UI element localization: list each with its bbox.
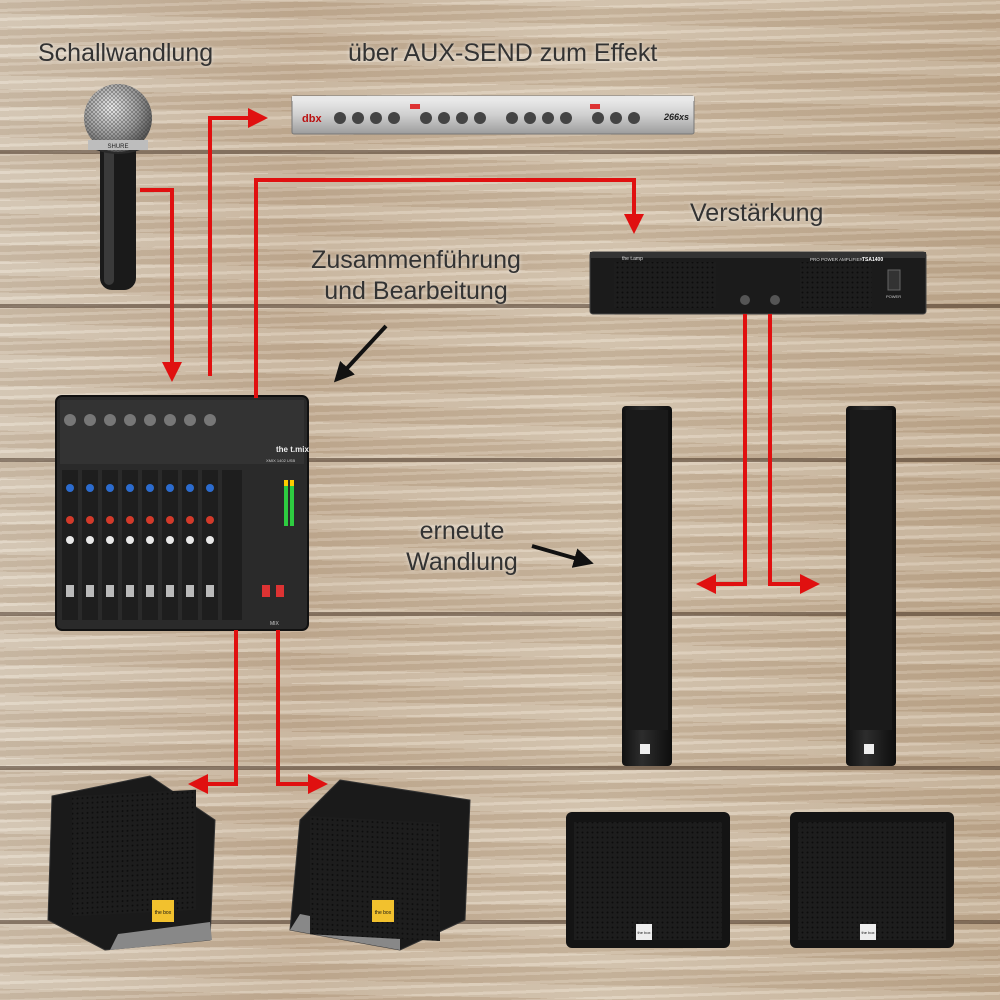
label-aux-send: über AUX-SEND zum Effekt <box>348 39 658 67</box>
mixer-knobs <box>64 414 216 544</box>
signal-amp-to-column-left <box>696 314 747 594</box>
label-mixing-line2: und Bearbeitung <box>324 277 508 305</box>
label-retransduction-line2: Wandlung <box>406 548 518 576</box>
effect-brand: dbx <box>302 113 322 125</box>
signal-amp-to-column-right <box>768 314 820 594</box>
box-speaker-left: the box <box>566 812 730 948</box>
amp-model: TSA1400 <box>862 257 883 263</box>
label-transduction: Schallwandlung <box>38 39 214 67</box>
effect-model: 266xs <box>663 112 689 122</box>
label-retransduction-line1: erneute <box>419 517 505 545</box>
amp-brand: the t.amp <box>622 256 643 262</box>
label-mixing: Zusammenführung und Bearbeitung <box>300 245 532 307</box>
signal-mixer-to-amp <box>254 178 644 398</box>
microphone: SHURE <box>84 84 152 290</box>
signal-mixer-to-monitor-left <box>188 630 238 794</box>
label-amplification: Verstärkung <box>690 199 824 227</box>
column-speaker-left <box>622 406 672 766</box>
amp-subtitle: PRO POWER AMPLIFIER <box>810 257 864 262</box>
signal-mixer-to-effect <box>208 108 268 376</box>
mixer-fader-label: MIX <box>270 621 280 627</box>
mixer-channel-strips <box>62 470 242 620</box>
monitor-left: the box <box>47 775 216 951</box>
mixer-brand: the t.mix <box>276 445 309 454</box>
effect-knobs <box>334 104 640 124</box>
amp-power-label: POWER <box>886 294 901 299</box>
mixer-faders <box>66 585 284 597</box>
label-retransduction: erneute Wandlung <box>392 516 532 578</box>
box-right-badge: the box <box>861 930 874 935</box>
mixer-model: XMIX 1402 USB <box>266 458 295 463</box>
box-speaker-right: the box <box>790 812 954 948</box>
mixer-level-meter <box>284 480 294 526</box>
column-speaker-right <box>846 406 896 766</box>
power-amplifier: the t.amp PRO POWER AMPLIFIER TSA1400 PO… <box>589 251 927 315</box>
signal-mic-to-mixer <box>140 188 182 382</box>
box-left-badge: the box <box>637 930 650 935</box>
effect-processor: dbx 266xs <box>291 95 695 135</box>
mixer: the t.mix XMIX 1402 USB MIX <box>55 395 309 631</box>
label-mixing-line1: Zusammenführung <box>311 246 521 274</box>
arrow-retransduction-label <box>531 544 594 568</box>
monitor-right-badge: the box <box>375 910 392 916</box>
arrow-mixing-label <box>333 324 388 383</box>
monitor-left-badge: the box <box>155 910 172 916</box>
signal-mixer-to-monitor-right <box>276 630 328 794</box>
mic-brand: SHURE <box>107 144 128 150</box>
monitor-right: the box <box>289 779 471 951</box>
